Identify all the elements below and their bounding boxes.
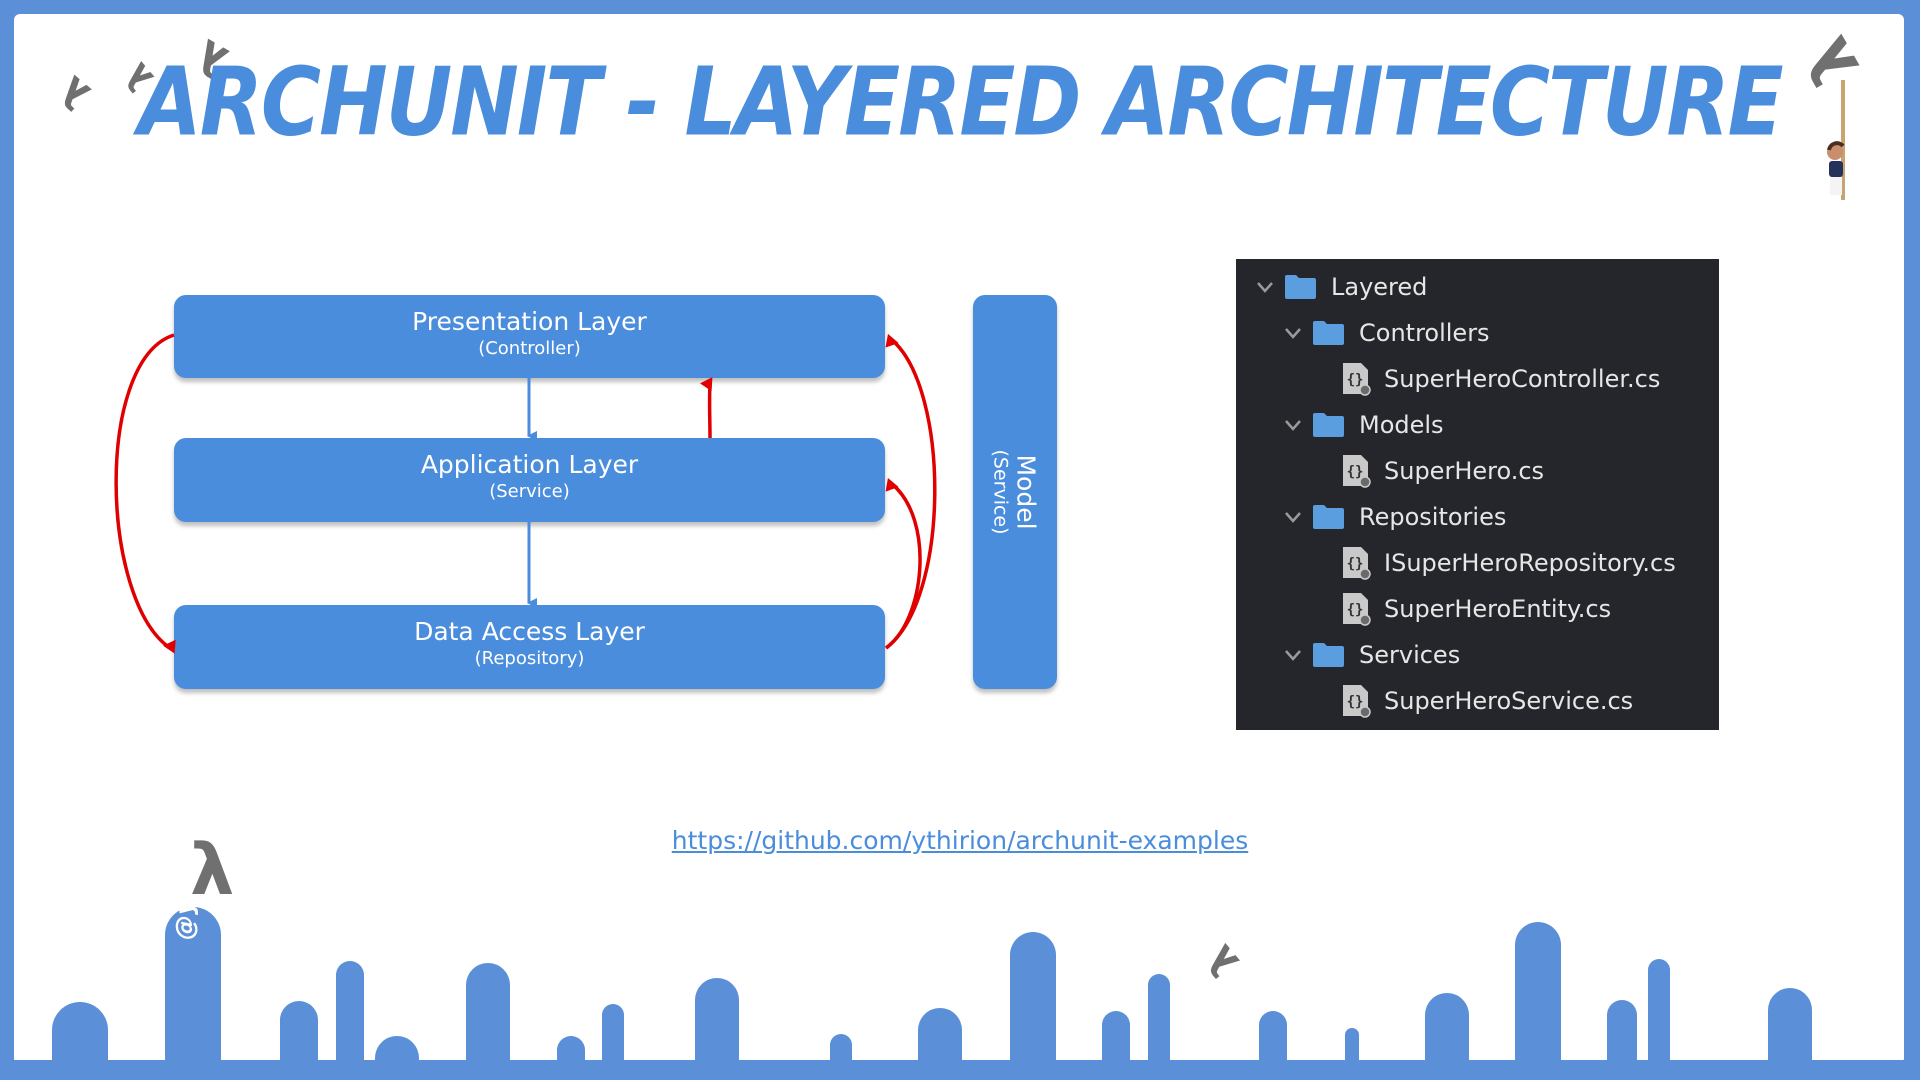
layer-name: Application Layer	[420, 450, 639, 479]
svg-text:{}: {}	[1347, 694, 1364, 710]
tower	[1345, 1028, 1359, 1065]
tower	[557, 1036, 585, 1065]
tower	[280, 1001, 318, 1065]
tower	[1102, 1011, 1130, 1065]
layer-role: (Service)	[489, 481, 570, 502]
tower	[602, 1004, 624, 1065]
folder-label: Services	[1359, 641, 1461, 669]
model-name: Model	[1011, 454, 1041, 530]
tree-folder-models[interactable]: Models	[1282, 405, 1444, 445]
file-label: SuperHeroEntity.cs	[1384, 595, 1612, 623]
tower	[1607, 1000, 1637, 1065]
tree-folder-controllers[interactable]: Controllers	[1282, 313, 1490, 353]
csharp-file-icon: {}	[1342, 454, 1372, 488]
tree-folder-repositories[interactable]: Repositories	[1282, 497, 1506, 537]
tree-file[interactable]: {} SuperHeroService.cs	[1342, 681, 1633, 721]
csharp-file-icon: {}	[1342, 592, 1372, 626]
layer-name: Data Access Layer	[414, 617, 645, 646]
github-link[interactable]: https://github.com/ythirion/archunit-exa…	[671, 826, 1249, 855]
folder-icon	[1312, 320, 1345, 346]
tower	[336, 961, 364, 1065]
folder-icon	[1312, 412, 1345, 438]
svg-text:{}: {}	[1347, 372, 1364, 388]
folder-icon	[1284, 274, 1317, 300]
folder-label: Models	[1359, 411, 1444, 439]
file-label: SuperHeroController.cs	[1384, 365, 1661, 393]
file-label: SuperHero.cs	[1384, 457, 1545, 485]
tower	[830, 1034, 852, 1065]
layer-role: (Repository)	[474, 648, 585, 669]
folder-icon	[1312, 504, 1345, 530]
csharp-file-icon: {}	[1342, 684, 1372, 718]
lambda-icon: λ	[190, 829, 235, 911]
tree-file[interactable]: {} SuperHeroController.cs	[1342, 359, 1660, 399]
application-layer-box: Application Layer (Service)	[174, 438, 885, 522]
data-access-layer-box: Data Access Layer (Repository)	[174, 605, 885, 689]
tree-file[interactable]: {} ISuperHeroRepository.cs	[1342, 543, 1676, 583]
folder-label: Controllers	[1359, 319, 1490, 347]
chevron-down-icon[interactable]	[1282, 322, 1304, 344]
tower	[918, 1008, 962, 1065]
chevron-down-icon[interactable]	[1254, 276, 1276, 298]
tower	[1648, 959, 1670, 1065]
folder-label: Repositories	[1359, 503, 1507, 531]
slide-title: ARCHUNIT - LAYERED ARCHITECTURE	[138, 48, 1783, 158]
tower	[1768, 988, 1812, 1065]
chevron-down-icon[interactable]	[1282, 644, 1304, 666]
tower	[1425, 993, 1469, 1065]
tree-file[interactable]: {} SuperHero.cs	[1342, 451, 1544, 491]
model-box: Model (Service)	[973, 295, 1057, 689]
chevron-down-icon[interactable]	[1282, 414, 1304, 436]
svg-text:{}: {}	[1347, 602, 1364, 618]
tree-file[interactable]: {} SuperHeroEntity.cs	[1342, 589, 1611, 629]
model-role: (Service)	[989, 449, 1012, 535]
climber-illustration	[1827, 80, 1845, 200]
tower	[466, 963, 510, 1065]
folder-icon	[1312, 642, 1345, 668]
tower	[375, 1036, 419, 1065]
chevron-down-icon[interactable]	[1282, 506, 1304, 528]
tower	[1148, 974, 1170, 1065]
layer-name: Presentation Layer	[412, 307, 647, 336]
layer-role: (Controller)	[478, 338, 581, 359]
tower	[695, 978, 739, 1065]
presentation-layer-box: Presentation Layer (Controller)	[174, 295, 885, 378]
file-label: SuperHeroService.cs	[1384, 687, 1634, 715]
tree-folder-services[interactable]: Services	[1282, 635, 1460, 675]
tower	[1010, 932, 1056, 1065]
csharp-file-icon: {}	[1342, 362, 1372, 396]
folder-label: Layered	[1331, 273, 1428, 301]
svg-text:{}: {}	[1347, 464, 1364, 480]
file-label: ISuperHeroRepository.cs	[1384, 549, 1676, 577]
tower	[1259, 1011, 1287, 1065]
tree-folder-layered[interactable]: Layered	[1254, 267, 1427, 307]
tower-handle	[165, 907, 221, 1065]
csharp-file-icon: {}	[1342, 546, 1372, 580]
tower	[52, 1002, 108, 1065]
svg-text:{}: {}	[1347, 556, 1364, 572]
tower	[1515, 922, 1561, 1065]
